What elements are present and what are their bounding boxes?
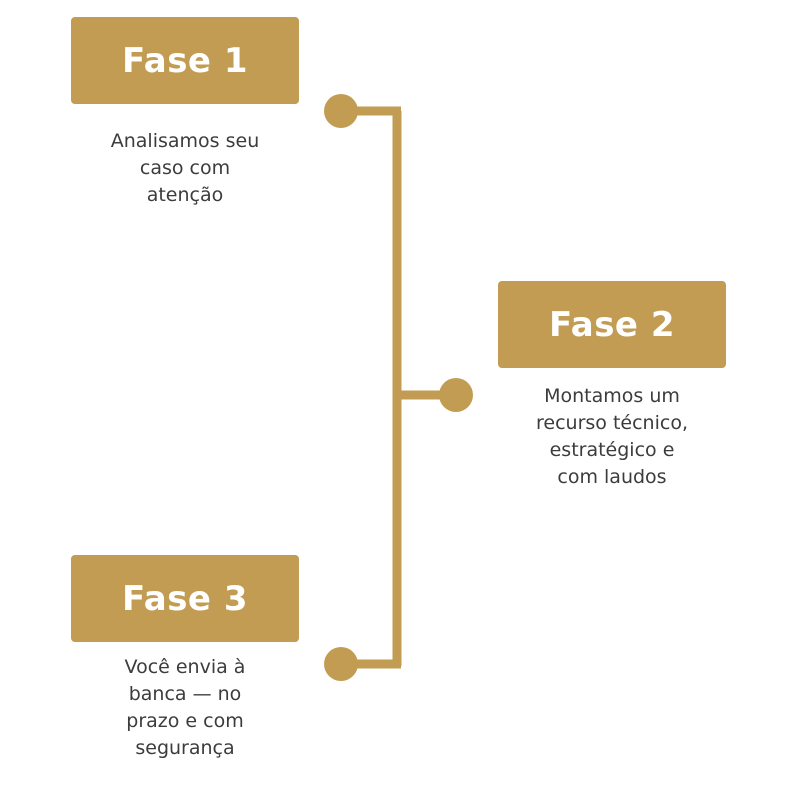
timeline-node-1 — [324, 94, 358, 128]
phase-3-description: Você envia à banca — no prazo e com segu… — [71, 654, 299, 762]
timeline-node-2 — [439, 378, 473, 412]
phase-1-box: Fase 1 — [71, 17, 299, 104]
phase-2-description-line: estratégico e — [549, 439, 675, 461]
phase-2-description: Montamos um recurso técnico, estratégico… — [498, 383, 726, 491]
phase-3-description-line: segurança — [135, 737, 235, 759]
phase-1-description-line: atenção — [146, 184, 224, 206]
timeline-node-3 — [324, 647, 358, 681]
phase-2-description-line: com laudos — [557, 466, 667, 488]
phase-1-description-line: Analisamos seu — [110, 130, 260, 152]
phase-1-description: Analisamos seu caso com atenção — [71, 128, 299, 209]
phase-2-box: Fase 2 — [498, 281, 726, 368]
phase-3-description-line: Você envia à — [124, 656, 246, 678]
phase-3-title: Fase 3 — [122, 578, 248, 619]
phase-2-description-line: Montamos um — [544, 385, 680, 407]
phase-2-description-line: recurso técnico, — [536, 412, 688, 434]
phase-3-description-line: banca — no — [128, 683, 242, 705]
phase-3-description-line: prazo e com — [126, 710, 244, 732]
phase-3-box: Fase 3 — [71, 555, 299, 642]
phase-2-title: Fase 2 — [549, 304, 675, 345]
phase-1-title: Fase 1 — [122, 40, 248, 81]
phase-1-description-line: caso com — [139, 157, 231, 179]
